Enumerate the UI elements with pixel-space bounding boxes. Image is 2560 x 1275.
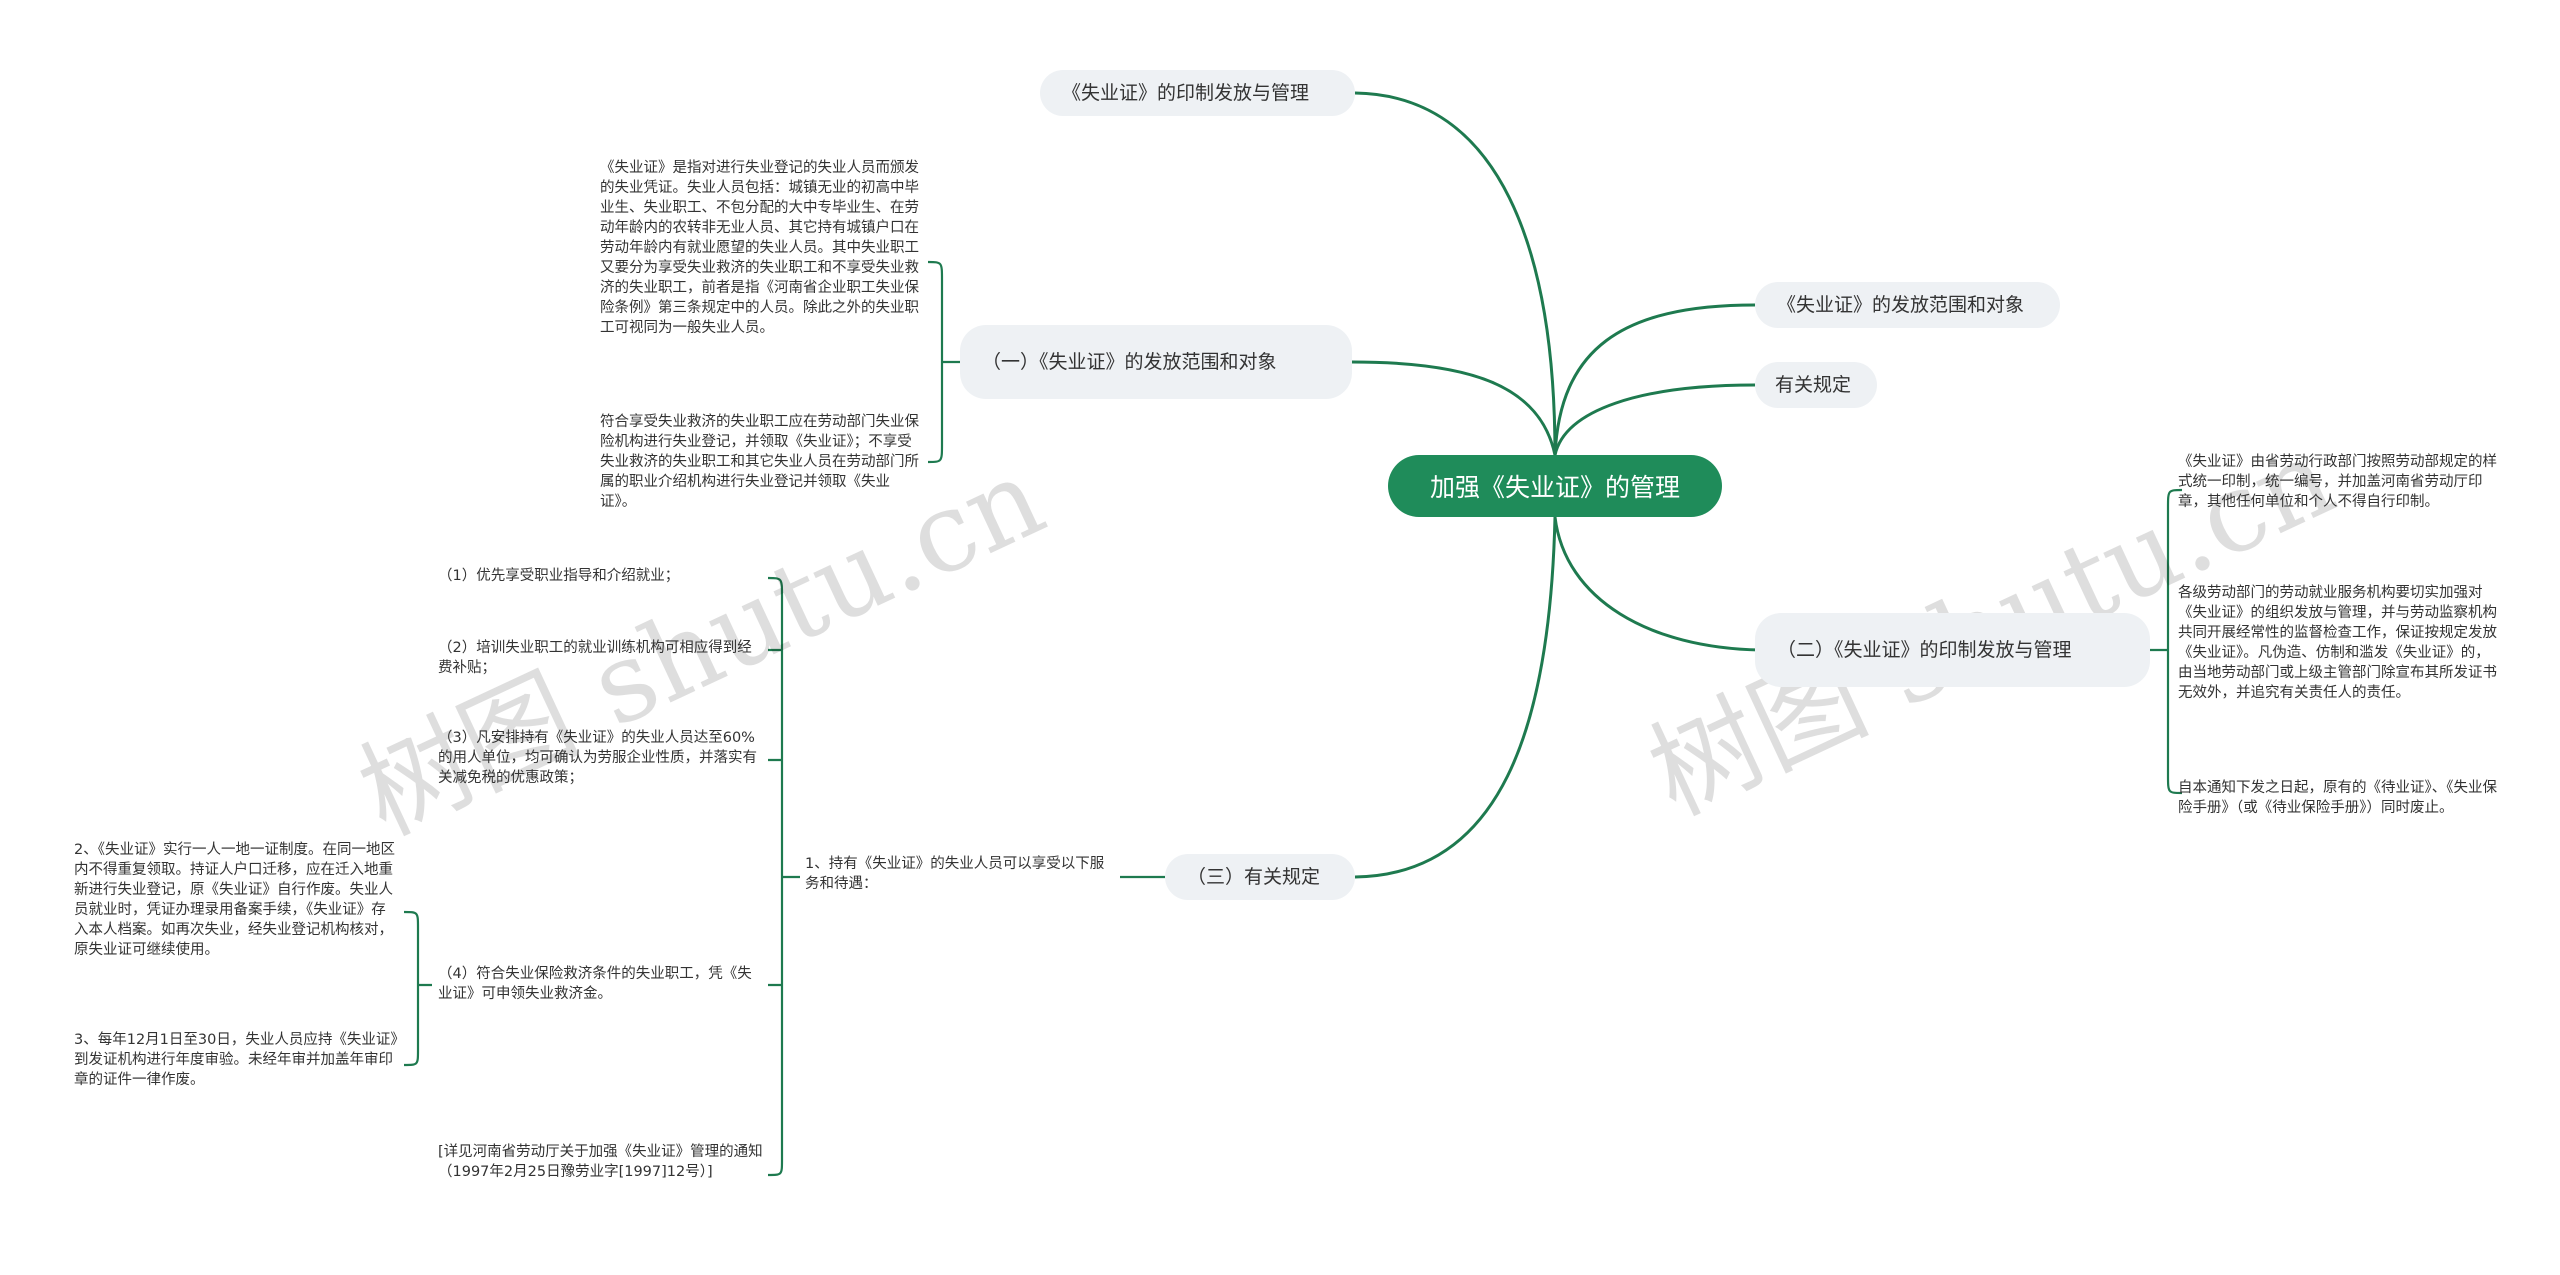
branch-right-rules[interactable]: 有关规定	[1755, 362, 1877, 408]
left-rules-mid: 1、持有《失业证》的失业人员可以享受以下服务和待遇：	[805, 856, 1105, 892]
far-left-leaf-1: 2、《失业证》实行一人一地一证制度。在同一地区内不得重复领取。持证人户口迁移，应…	[74, 842, 395, 958]
edge-root-left-scope	[1351, 360, 1557, 456]
branch-right-print[interactable]: （二）《失业证》的印制发放与管理	[1755, 613, 2150, 687]
branch-top-label: 《失业证》的印制发放与管理	[1062, 82, 1310, 104]
edge-root-right-rules	[1553, 383, 1756, 456]
left-rules-leaf-4: （4）符合失业保险救济条件的失业职工，凭《失业证》可申领失业救济金。	[438, 966, 752, 1002]
branch-left-rules-label: （三）有关规定	[1187, 866, 1321, 888]
branch-right-scope[interactable]: 《失业证》的发放范围和对象	[1755, 282, 2060, 328]
branch-left-scope-label: （一）《失业证》的发放范围和对象	[982, 351, 1277, 373]
edge-root-top	[1354, 91, 1557, 456]
left-scope-leaf-2: 符合享受失业救济的失业职工应在劳动部门失业保险机构进行失业登记，并领取《失业证》…	[600, 414, 919, 510]
root-node[interactable]: 加强《失业证》的管理	[1388, 455, 1722, 517]
edge-far-left-bracket	[403, 910, 432, 1067]
branch-left-rules[interactable]: （三）有关规定	[1165, 854, 1355, 900]
branch-left-scope[interactable]: （一）《失业证》的发放范围和对象	[960, 325, 1352, 399]
edge-root-right-scope	[1553, 303, 1756, 456]
right-print-leaf-2: 各级劳动部门的劳动就业服务机构要切实加强对《失业证》的组织发放与管理，并与劳动监…	[2178, 585, 2497, 701]
edge-left-rules-bracket	[767, 576, 800, 1177]
left-rules-leaf-1: （1）优先享受职业指导和介绍就业；	[438, 568, 680, 584]
branch-right-print-label: （二）《失业证》的印制发放与管理	[1777, 639, 2072, 661]
edge-left-scope-bracket	[927, 260, 960, 464]
branch-top[interactable]: 《失业证》的印制发放与管理	[1040, 70, 1355, 116]
left-rules-leaf-5: [详见河南省劳动厅关于加强《失业证》管理的通知（1997年2月25日豫劳业字[1…	[438, 1144, 763, 1180]
left-rules-leaf-3: （3）凡安排持有《失业证》的失业人员达至60%的用人单位，均可确认为劳服企业性质…	[438, 730, 757, 786]
branch-right-scope-label: 《失业证》的发放范围和对象	[1777, 294, 2025, 316]
left-scope-leaf-1: 《失业证》是指对进行失业登记的失业人员而颁发的失业凭证。失业人员包括：城镇无业的…	[600, 160, 919, 336]
edge-root-right-print	[1553, 516, 1761, 652]
branch-right-rules-label: 有关规定	[1775, 374, 1852, 396]
right-print-leaf-3: 自本通知下发之日起，原有的《待业证》、《失业保险手册》（或《待业保险手册》）同时…	[2178, 780, 2497, 816]
edge-root-left-rules	[1354, 516, 1557, 879]
right-print-leaf-1: 《失业证》由省劳动行政部门按照劳动部规定的样式统一印制，统一编号，并加盖河南省劳…	[2178, 454, 2497, 510]
left-rules-leaf-2: （2）培训失业职工的就业训练机构可相应得到经费补贴；	[438, 640, 752, 676]
far-left-leaf-2: 3、每年12月1日至30日，失业人员应持《失业证》到发证机构进行年度审验。未经年…	[74, 1032, 398, 1088]
